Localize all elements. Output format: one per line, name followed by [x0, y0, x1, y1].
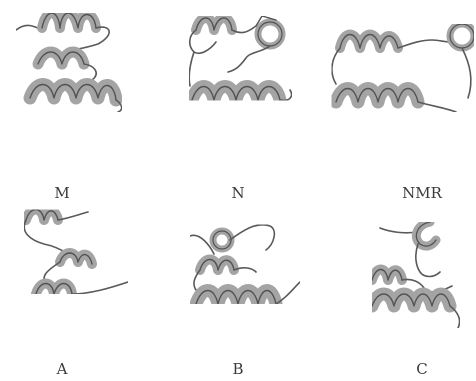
- structure-c: [372, 222, 460, 328]
- panel-label-c: C: [416, 360, 427, 378]
- panel-label-a: A: [57, 360, 68, 378]
- structure-m: [16, 13, 122, 112]
- panel-label-b: B: [232, 360, 243, 378]
- panel-label-nmr: NMR: [402, 184, 442, 202]
- structure-nmr: [332, 24, 474, 112]
- panel-label-m: M: [54, 184, 69, 202]
- structure-a: [24, 210, 128, 295]
- structure-n: [189, 16, 291, 100]
- panel-label-n: N: [231, 184, 244, 202]
- structure-b: [190, 225, 300, 304]
